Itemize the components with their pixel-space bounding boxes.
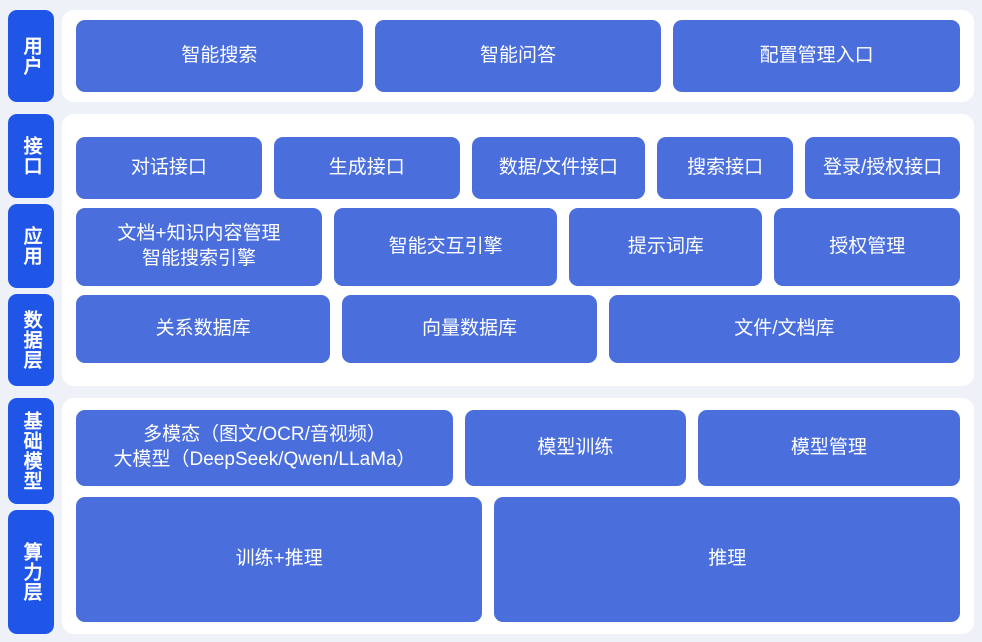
section-infrastructure: 基础模型 算力层 多模态（图文/OCR/音视频） 大模型（DeepSeek/Qw…: [8, 398, 974, 634]
node-multimodal-large-model[interactable]: 多模态（图文/OCR/音视频） 大模型（DeepSeek/Qwen/LLaMa）: [76, 410, 454, 486]
node-search-api[interactable]: 搜索接口: [657, 137, 794, 199]
box-row-user: 智能搜索 智能问答 配置管理入口: [76, 20, 961, 92]
tab-column-infrastructure: 基础模型 算力层: [8, 398, 54, 634]
box-row-foundation-model: 多模态（图文/OCR/音视频） 大模型（DeepSeek/Qwen/LLaMa）…: [76, 410, 960, 486]
layer-tab-data[interactable]: 数据层: [8, 294, 54, 386]
node-relational-database[interactable]: 关系数据库: [76, 295, 331, 363]
panel-platform: 对话接口 生成接口 数据/文件接口 搜索接口 登录/授权接口 文档+知识内容管理…: [62, 114, 974, 386]
node-model-training[interactable]: 模型训练: [465, 410, 686, 486]
panel-infrastructure: 多模态（图文/OCR/音视频） 大模型（DeepSeek/Qwen/LLaMa）…: [62, 398, 974, 634]
node-data-file-api[interactable]: 数据/文件接口: [471, 137, 646, 199]
layer-tab-application[interactable]: 应用: [8, 204, 54, 288]
layer-tab-compute[interactable]: 算力层: [8, 510, 54, 634]
node-training-inference[interactable]: 训练+推理: [76, 497, 483, 622]
node-prompt-library[interactable]: 提示词库: [569, 208, 763, 286]
node-authorization-management[interactable]: 授权管理: [774, 208, 960, 286]
node-doc-knowledge-management[interactable]: 文档+知识内容管理 智能搜索引擎: [76, 208, 322, 286]
node-login-auth-api[interactable]: 登录/授权接口: [805, 137, 960, 199]
node-vector-database[interactable]: 向量数据库: [342, 295, 597, 363]
layer-tab-foundation-model[interactable]: 基础模型: [8, 398, 54, 504]
tab-column-platform: 接口 应用 数据层: [8, 114, 54, 386]
node-intelligent-search[interactable]: 智能搜索: [76, 20, 363, 92]
node-config-management-entry[interactable]: 配置管理入口: [673, 20, 961, 92]
box-row-compute: 训练+推理 推理: [76, 497, 960, 622]
node-file-document-store[interactable]: 文件/文档库: [608, 295, 961, 363]
tab-column-user: 用户: [8, 10, 54, 102]
node-intelligent-qa[interactable]: 智能问答: [374, 20, 662, 92]
node-line-1: 多模态（图文/OCR/音视频）: [143, 424, 386, 446]
node-line-2: 大模型（DeepSeek/Qwen/LLaMa）: [113, 449, 416, 470]
panel-user: 智能搜索 智能问答 配置管理入口: [62, 10, 974, 102]
layer-tab-user[interactable]: 用户: [8, 10, 54, 102]
section-platform: 接口 应用 数据层 对话接口 生成接口 数据/文件接口 搜索接口 登录/授权接口…: [8, 114, 974, 386]
node-generation-api[interactable]: 生成接口: [273, 137, 460, 199]
node-line-1: 文档+知识内容管理: [117, 223, 281, 245]
layer-tab-interface[interactable]: 接口: [8, 114, 54, 198]
box-row-application: 文档+知识内容管理 智能搜索引擎 智能交互引擎 提示词库 授权管理: [76, 208, 960, 286]
node-dialog-api[interactable]: 对话接口: [76, 137, 262, 199]
section-user: 用户 智能搜索 智能问答 配置管理入口: [8, 10, 974, 102]
node-line-2: 智能搜索引擎: [141, 248, 256, 269]
node-inference[interactable]: 推理: [494, 497, 960, 622]
box-row-interface: 对话接口 生成接口 数据/文件接口 搜索接口 登录/授权接口: [76, 137, 960, 199]
node-model-management[interactable]: 模型管理: [697, 410, 960, 486]
box-row-data: 关系数据库 向量数据库 文件/文档库: [76, 295, 961, 363]
node-interaction-engine[interactable]: 智能交互引擎: [333, 208, 558, 286]
